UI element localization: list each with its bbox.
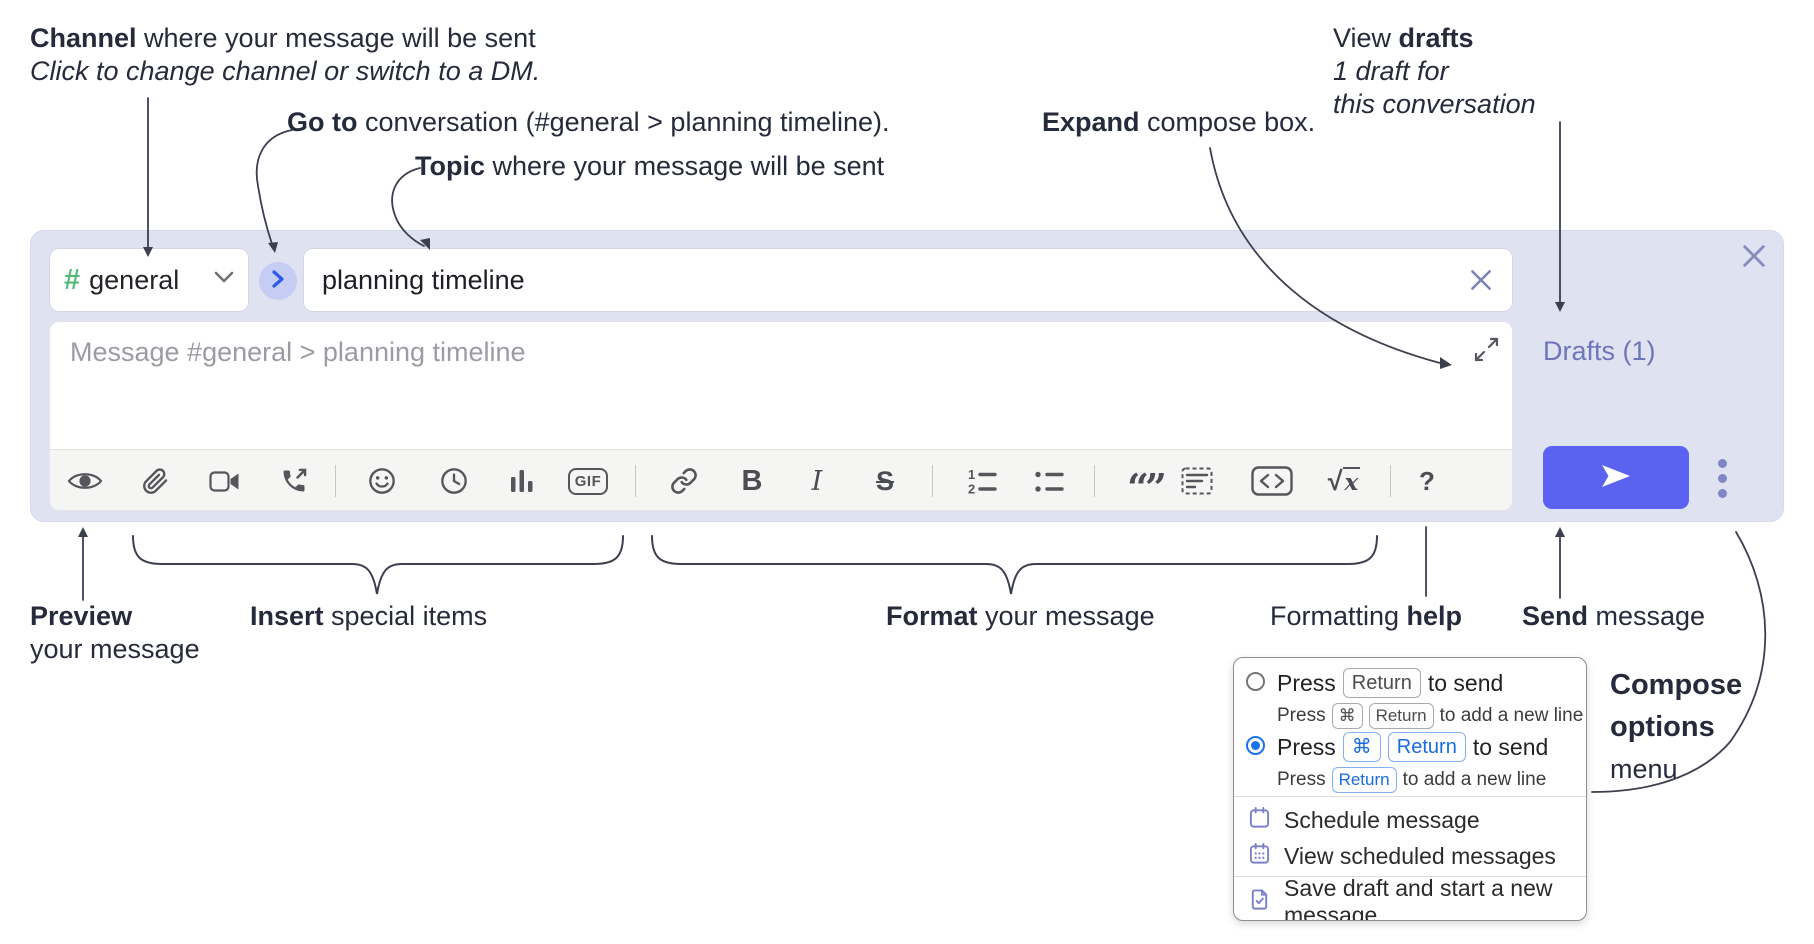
- attach-file-icon[interactable]: [137, 460, 173, 502]
- annotation-go-to: Go to conversation (#general > planning …: [287, 107, 890, 137]
- quote-icon[interactable]: “”: [1127, 465, 1167, 510]
- schedule-calendar-icon: [1248, 806, 1271, 835]
- topic-value: planning timeline: [322, 264, 525, 295]
- format-brace: [651, 535, 1378, 595]
- menu-divider: [1234, 796, 1586, 797]
- compose-options-menu-button[interactable]: [1707, 453, 1737, 503]
- menu-divider: [1234, 876, 1586, 877]
- math-icon[interactable]: √x: [1327, 465, 1361, 496]
- menu-item-schedule-message[interactable]: Schedule message: [1234, 802, 1586, 838]
- scheduled-messages-icon: [1248, 842, 1271, 871]
- chevron-right-icon: [271, 269, 285, 294]
- expand-compose-icon[interactable]: [1473, 336, 1500, 368]
- radio-selected-icon[interactable]: [1246, 736, 1265, 755]
- annotation-expand: Expand compose box.: [1042, 107, 1316, 137]
- save-draft-icon: [1248, 888, 1271, 917]
- return-key: Return: [1342, 668, 1421, 698]
- message-formatting-help-icon[interactable]: ?: [1419, 465, 1435, 496]
- menu-item-view-scheduled-messages[interactable]: View scheduled messages: [1234, 838, 1586, 874]
- option-cmd-return-to-send[interactable]: Press ⌘ Return to send Press Return to a…: [1246, 732, 1548, 793]
- go-to-conversation-button[interactable]: [259, 262, 297, 300]
- return-key: Return: [1387, 732, 1466, 762]
- start-video-call-icon[interactable]: [206, 460, 242, 502]
- toolbar-divider: [635, 465, 636, 497]
- return-key: Return: [1331, 767, 1397, 793]
- return-key: Return: [1368, 703, 1434, 729]
- compose-box: # general planning timeline Message #gen…: [30, 230, 1784, 522]
- message-input[interactable]: Message #general > planning timeline: [49, 321, 1513, 449]
- toolbar-divider: [335, 465, 336, 497]
- add-poll-icon[interactable]: [504, 460, 540, 502]
- close-icon: [1740, 242, 1768, 275]
- annotation-formatting-help: Formatting help: [1270, 601, 1463, 631]
- channel-name: general: [89, 264, 180, 295]
- preview-arrowhead: [78, 527, 88, 537]
- clear-topic-button[interactable]: [1468, 267, 1494, 293]
- svg-text:2: 2: [968, 481, 975, 495]
- annotation-topic: Topic where your message will be sent: [415, 151, 885, 181]
- menu-item-save-draft[interactable]: Save draft and start a new message: [1234, 875, 1586, 920]
- link-icon[interactable]: [666, 460, 702, 502]
- compose-options-menu: Press Return to send Press ⌘ Return to a…: [1233, 657, 1587, 921]
- annotation-format: Format your message: [886, 601, 1155, 631]
- bold-icon[interactable]: B: [741, 464, 763, 497]
- add-emoji-icon[interactable]: [364, 460, 400, 502]
- channel-hash-icon: #: [64, 263, 81, 296]
- goto-annotation-line: [255, 129, 293, 245]
- toolbar-divider: [932, 465, 933, 497]
- annotation-insert: Insert special items: [250, 601, 488, 631]
- insert-brace: [132, 535, 624, 595]
- cmd-key: ⌘: [1331, 703, 1363, 729]
- annotation-compose-options: Compose options menu: [1610, 669, 1743, 784]
- preview-icon[interactable]: [67, 460, 103, 502]
- annotation-view-drafts: View drafts 1 draft for this conversatio…: [1333, 23, 1536, 119]
- svg-text:1: 1: [968, 468, 975, 482]
- toolbar-divider: [1094, 465, 1095, 497]
- chevron-down-icon: [214, 271, 234, 289]
- cmd-key: ⌘: [1342, 732, 1381, 762]
- topic-input[interactable]: planning timeline: [303, 248, 1513, 312]
- annotation-preview: Preview your message: [30, 601, 200, 664]
- start-voice-call-icon[interactable]: [276, 460, 312, 502]
- code-icon[interactable]: [1248, 460, 1296, 502]
- send-button[interactable]: [1543, 446, 1689, 509]
- annotation-channel: Channel where your message will be sent …: [30, 23, 541, 86]
- annotation-send: Send message: [1522, 601, 1706, 631]
- radio-unselected-icon[interactable]: [1246, 672, 1265, 691]
- add-global-time-icon[interactable]: [436, 460, 472, 502]
- add-gif-icon[interactable]: GIF: [564, 460, 612, 502]
- italic-icon[interactable]: I: [811, 465, 823, 497]
- spoiler-icon[interactable]: [1179, 460, 1215, 502]
- drafts-link[interactable]: Drafts (1): [1543, 336, 1656, 366]
- option-return-to-send[interactable]: Press Return to send Press ⌘ Return to a…: [1246, 668, 1583, 729]
- message-placeholder: Message #general > planning timeline: [70, 337, 526, 367]
- strikethrough-icon[interactable]: S: [875, 465, 894, 496]
- channel-selector[interactable]: # general: [49, 248, 249, 312]
- toolbar-divider: [1390, 465, 1391, 497]
- send-arrowhead: [1555, 527, 1565, 537]
- bulleted-list-icon[interactable]: [1031, 460, 1067, 502]
- send-icon: [1598, 462, 1634, 493]
- close-compose-button[interactable]: [1737, 241, 1771, 275]
